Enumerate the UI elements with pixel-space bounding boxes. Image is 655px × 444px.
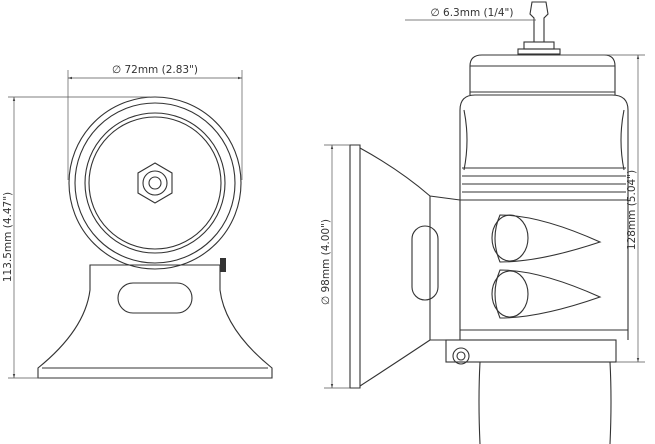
nipple-diameter-label: ∅ 6.3mm (1/4")	[431, 7, 514, 19]
side-view	[349, 1, 629, 444]
side-dimension-lines	[324, 19, 645, 389]
front-view	[37, 96, 273, 379]
body-diameter-label: ∅ 72mm (2.83")	[112, 64, 198, 76]
front-dimension-lines	[8, 70, 243, 379]
side-height-label: 128mm (5.04")	[626, 170, 638, 250]
front-height-label: 113.5mm (4.47")	[2, 192, 14, 282]
flange-diameter-label: ∅ 98mm (4.00")	[320, 219, 332, 305]
